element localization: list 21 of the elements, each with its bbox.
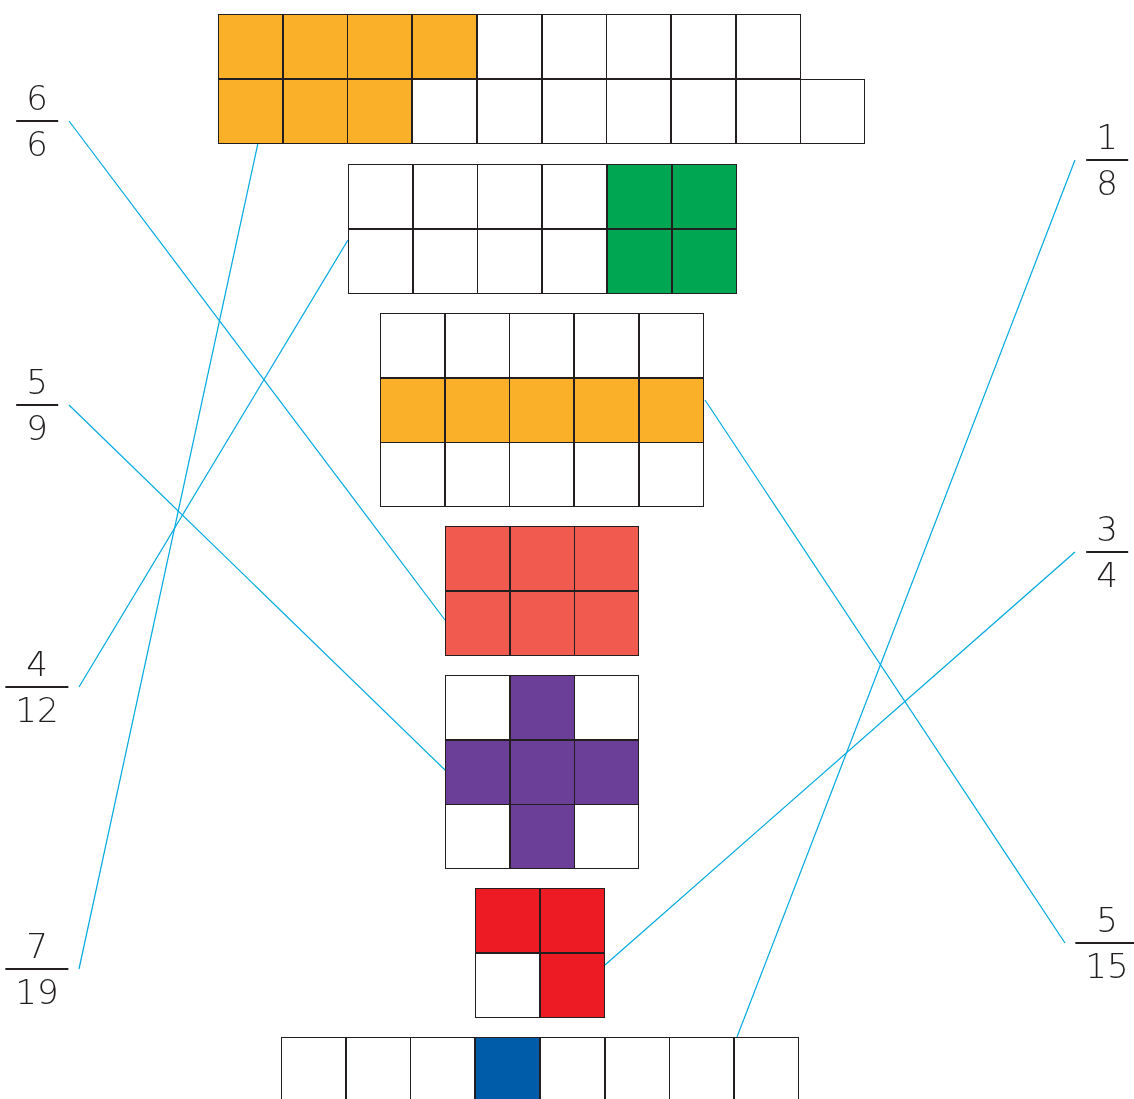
numerator: 3 [1095, 508, 1119, 551]
numerator: 5 [1095, 899, 1119, 942]
numerator: 1 [1095, 116, 1119, 159]
connector-line [68, 120, 446, 621]
denominator: 15 [1084, 945, 1130, 988]
numerator: 7 [25, 925, 49, 968]
denominator: 12 [14, 689, 60, 732]
numerator: 4 [25, 643, 49, 686]
connector-line [78, 142, 259, 970]
connector-line [68, 404, 446, 771]
denominator: 4 [1095, 554, 1119, 597]
connector-line [604, 551, 1076, 966]
connector-line [704, 399, 1066, 944]
denominator: 9 [25, 407, 49, 450]
numerator: 5 [25, 361, 49, 404]
connector-line [78, 239, 349, 688]
connector-line [736, 159, 1076, 1038]
denominator: 19 [14, 971, 60, 1014]
denominator: 8 [1095, 162, 1119, 205]
numerator: 6 [25, 77, 49, 120]
denominator: 6 [25, 123, 49, 166]
